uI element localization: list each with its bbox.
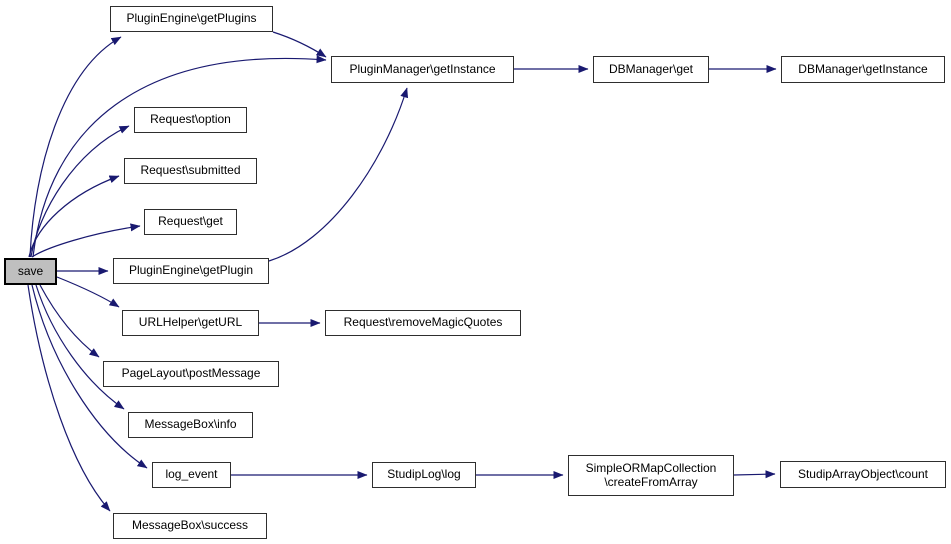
node-label: log_event <box>165 467 218 482</box>
node-label: StudipArrayObject\count <box>797 466 929 481</box>
node-studiparrayobject-count[interactable]: StudipArrayObject\count <box>780 461 946 488</box>
edge-getplugins-pluginmanager-getinstance <box>272 31 327 58</box>
edge-save-messagebox-success <box>27 284 111 512</box>
edge-simpleormap-studiparray <box>733 470 776 479</box>
node-pluginengine-getplugin[interactable]: PluginEngine\getPlugin <box>113 258 269 284</box>
edge-save-request-get <box>31 223 141 258</box>
node-dbmanager-getinstance[interactable]: DBManager\getInstance <box>781 56 945 83</box>
edge-save-urlhelper <box>56 276 120 308</box>
node-pagelayout-postmessage[interactable]: PageLayout\postMessage <box>103 361 279 387</box>
node-studiplog-log[interactable]: StudipLog\log <box>372 462 476 488</box>
node-label: PluginEngine\getPlugin <box>128 263 254 278</box>
node-messagebox-info[interactable]: MessageBox\info <box>128 412 253 438</box>
edge-getplugin-pluginmanager-getinstance <box>268 87 409 262</box>
node-label: PluginEngine\getPlugins <box>126 11 257 26</box>
edge-save-messagebox-info <box>35 284 125 410</box>
node-label: Request\removeMagicQuotes <box>343 315 503 330</box>
node-request-removemagicquotes[interactable]: Request\removeMagicQuotes <box>325 310 521 336</box>
node-request-get[interactable]: Request\get <box>144 209 237 235</box>
node-label: Request\option <box>150 112 231 127</box>
node-label: DBManager\getInstance <box>798 61 928 76</box>
node-messagebox-success[interactable]: MessageBox\success <box>113 513 267 539</box>
edge-save-pagelayout <box>39 284 100 358</box>
node-urlhelper-geturl[interactable]: URLHelper\getURL <box>122 310 259 336</box>
node-label: save <box>17 263 44 278</box>
node-label: URLHelper\getURL <box>138 315 243 330</box>
node-simpleormapcollection-createfromarray[interactable]: SimpleORMapCollection \createFromArray <box>568 455 734 496</box>
node-label: PageLayout\postMessage <box>121 366 261 381</box>
node-label: MessageBox\success <box>131 518 249 533</box>
node-label: StudipLog\log <box>387 467 461 482</box>
node-log-event[interactable]: log_event <box>152 462 231 488</box>
node-pluginmanager-getinstance[interactable]: PluginManager\getInstance <box>331 56 514 83</box>
edge-save-pluginmanager-getinstance <box>32 55 327 258</box>
node-pluginengine-getplugins[interactable]: PluginEngine\getPlugins <box>110 6 273 32</box>
edge-save-log-event <box>31 284 148 469</box>
node-label: DBManager\get <box>608 61 694 76</box>
node-label: PluginManager\getInstance <box>349 61 496 76</box>
node-request-option[interactable]: Request\option <box>134 107 247 133</box>
node-label: SimpleORMapCollection \createFromArray <box>585 460 717 489</box>
node-request-submitted[interactable]: Request\submitted <box>124 158 257 184</box>
edge-save-request-submitted <box>28 175 120 258</box>
node-dbmanager-get[interactable]: DBManager\get <box>593 56 709 83</box>
node-save: save <box>4 258 57 285</box>
edge-save-getplugins <box>29 36 122 258</box>
node-label: Request\submitted <box>140 163 241 178</box>
node-label: Request\get <box>158 214 223 229</box>
edge-save-request-option <box>30 125 130 258</box>
node-label: MessageBox\info <box>144 417 237 432</box>
